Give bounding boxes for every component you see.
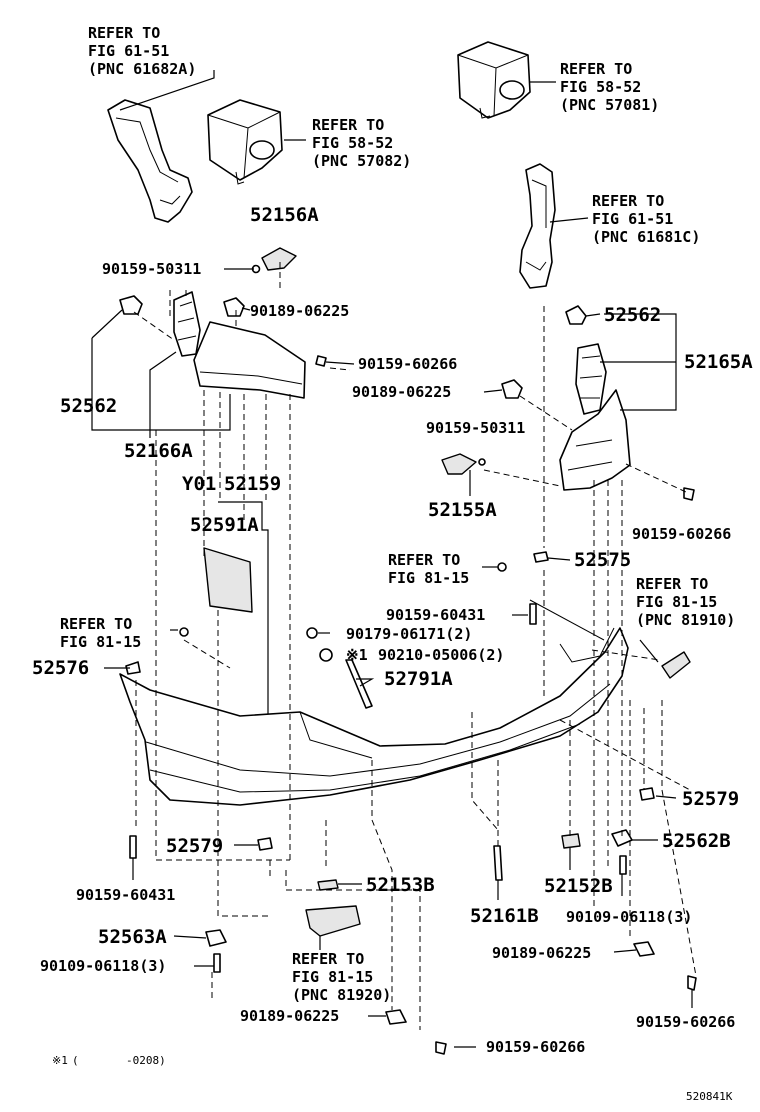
svg-text:FIG 58-52: FIG 58-52: [560, 78, 641, 96]
diagram-id: 520841K: [686, 1090, 733, 1103]
bracket-61682a-drawing: [107, 99, 193, 223]
side-panel-left-drawing: [193, 321, 306, 399]
label-y01: Y01: [182, 473, 216, 495]
svg-text:(PNC 81910): (PNC 81910): [636, 611, 735, 629]
label-90159-60266-a: 90159-60266: [358, 355, 457, 373]
label-52152b: 52152B: [544, 875, 613, 897]
label-52579-right: 52579: [682, 788, 739, 810]
reflector-81920-drawing: [305, 905, 361, 937]
side-panel-right-drawing: [559, 389, 631, 491]
refer-81920: REFER TO FIG 81-15 (PNC 81920): [292, 950, 391, 1004]
svg-text:(PNC 61682A): (PNC 61682A): [88, 60, 196, 78]
label-90159-50311-b: 90159-50311: [426, 419, 525, 437]
label-52579-left: 52579: [166, 835, 223, 857]
svg-text:(PNC 57082): (PNC 57082): [312, 152, 411, 170]
nut-90189-06225-b-drawing: [501, 379, 523, 399]
leader-lines: [91, 70, 693, 1048]
footnote: ※1 ( -0208): [52, 1054, 166, 1067]
label-90159-60266-d: 90159-60266: [486, 1038, 585, 1056]
screw-90159-60266-b-drawing: [683, 487, 695, 501]
label-52562-b: 52562: [604, 304, 661, 326]
svg-text:FIG 81-15: FIG 81-15: [636, 593, 717, 611]
label-90109-06118-b: 90109-06118(3): [40, 957, 166, 975]
refer-81-15-left: REFER TO FIG 81-15: [60, 615, 141, 651]
label-52153b: 52153B: [366, 874, 435, 896]
svg-text:(PNC 57081): (PNC 57081): [560, 96, 659, 114]
housing-57081-drawing: [457, 41, 531, 119]
svg-text:※1: ※1: [52, 1054, 68, 1067]
label-90179-06171: 90179-06171(2): [346, 625, 472, 643]
label-52562-a: 52562: [60, 395, 117, 417]
nut-52562-left-drawing: [119, 295, 143, 315]
label-52166a: 52166A: [124, 440, 193, 462]
label-90159-60266-c: 90159-60266: [636, 1013, 735, 1031]
refer-61681c: REFER TO FIG 61-51 (PNC 61681C): [592, 192, 700, 246]
refer-61682a: REFER TO FIG 61-51 (PNC 61682A): [88, 24, 196, 78]
label-90189-06225-a: 90189-06225: [250, 302, 349, 320]
label-52156a: 52156A: [250, 204, 319, 226]
label-90109-06118-a: 90109-06118(3): [566, 908, 692, 926]
assembly-lines: [133, 262, 697, 1030]
housing-57082-drawing: [207, 99, 283, 185]
label-52563a: 52563A: [98, 926, 167, 948]
svg-text:FIG 81-15: FIG 81-15: [388, 569, 469, 587]
nut-52562-right-drawing: [565, 305, 587, 325]
svg-text:REFER TO: REFER TO: [636, 575, 708, 593]
label-52165a: 52165A: [684, 351, 753, 373]
label-90159-60266-b: 90159-60266: [632, 525, 731, 543]
label-90159-60431-a: 90159-60431: [386, 606, 485, 624]
label-90189-06225-c: 90189-06225: [492, 944, 591, 962]
clip-52156a-drawing: [261, 247, 297, 271]
label-52159: 52159: [224, 473, 281, 495]
label-90159-50311-a: 90159-50311: [102, 260, 201, 278]
svg-text:FIG 61-51: FIG 61-51: [88, 42, 169, 60]
svg-text:REFER TO: REFER TO: [592, 192, 664, 210]
retainer-52165a-drawing: [575, 343, 607, 415]
retainer-52166a-drawing: [173, 291, 201, 357]
label-52155a: 52155A: [428, 499, 497, 521]
refer-81910: REFER TO FIG 81-15 (PNC 81910): [636, 575, 735, 629]
label-mark-1: ※1: [346, 646, 368, 664]
svg-text:(: (: [72, 1054, 79, 1067]
clip-52155a-drawing: [441, 453, 477, 475]
svg-text:REFER TO: REFER TO: [388, 551, 460, 569]
label-52575: 52575: [574, 549, 631, 571]
label-52591a: 52591A: [190, 514, 259, 536]
svg-text:(PNC 61681C): (PNC 61681C): [592, 228, 700, 246]
svg-text:FIG 81-15: FIG 81-15: [60, 633, 141, 651]
svg-text:FIG 61-51: FIG 61-51: [592, 210, 673, 228]
bolt-52791a-drawing: [345, 659, 373, 709]
screw-90159-60266-a-drawing: [315, 355, 327, 367]
svg-text:-0208): -0208): [126, 1054, 166, 1067]
svg-text:REFER TO: REFER TO: [312, 116, 384, 134]
refer-81-15-mid: REFER TO FIG 81-15: [388, 551, 469, 587]
refer-57081: REFER TO FIG 58-52 (PNC 57081): [560, 60, 659, 114]
svg-text:REFER TO: REFER TO: [560, 60, 632, 78]
label-52576: 52576: [32, 657, 89, 679]
label-90189-06225-d: 90189-06225: [240, 1007, 339, 1025]
bracket-61681c-drawing: [519, 163, 556, 289]
refer-57082: REFER TO FIG 58-52 (PNC 57082): [312, 116, 411, 170]
svg-text:REFER TO: REFER TO: [88, 24, 160, 42]
svg-text:REFER TO: REFER TO: [60, 615, 132, 633]
label-90210-05006: 90210-05006(2): [378, 646, 504, 664]
svg-text:REFER TO: REFER TO: [292, 950, 364, 968]
nut-90189-06225-a-drawing: [223, 297, 245, 317]
bumper-cover-drawing: [119, 599, 629, 806]
svg-text:FIG 81-15: FIG 81-15: [292, 968, 373, 986]
label-90189-06225-b: 90189-06225: [352, 383, 451, 401]
label-90159-60431-b: 90159-60431: [76, 886, 175, 904]
label-52791a: 52791A: [384, 668, 453, 690]
label-52562b: 52562B: [662, 830, 731, 852]
svg-text:(PNC 81920): (PNC 81920): [292, 986, 391, 1004]
reflector-81910-drawing: [661, 651, 691, 679]
svg-text:FIG 58-52: FIG 58-52: [312, 134, 393, 152]
plate-52591a-drawing: [203, 547, 253, 613]
label-52161b: 52161B: [470, 905, 539, 927]
